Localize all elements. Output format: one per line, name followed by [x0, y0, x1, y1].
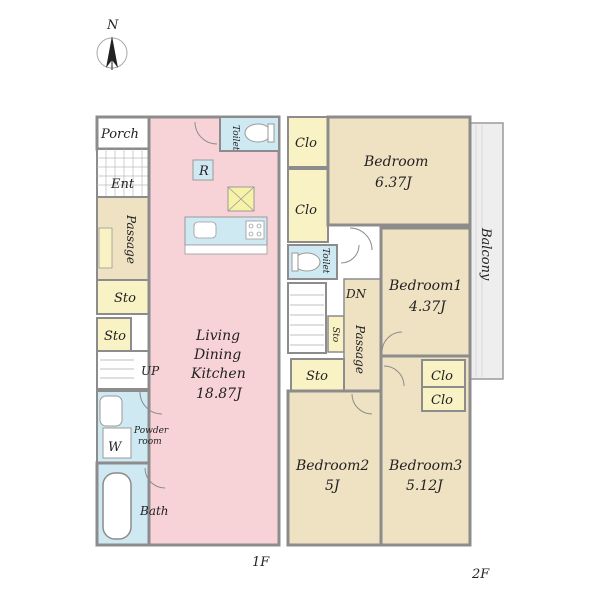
label-up: UP [141, 364, 160, 378]
door-swing [349, 227, 373, 251]
entrance-tiles [97, 149, 149, 197]
door-swing [383, 365, 405, 387]
north-compass: N [96, 18, 128, 70]
label-clo-a: Clo [295, 136, 317, 151]
label-ldk-area: 18.87J [196, 386, 243, 402]
room-porch [95, 115, 151, 151]
refrigerator [192, 159, 214, 181]
label-toilet-1f: Toilet [230, 125, 240, 151]
door-swing [144, 467, 166, 489]
door-swing [139, 391, 163, 415]
room-bedroom [326, 115, 472, 227]
stove-icon [245, 220, 265, 240]
floor-1f: Porch Ent Toilet R Passage Sto Sto UP Li… [95, 115, 281, 570]
north-label: N [106, 18, 119, 33]
label-bedroom-area: 6.37J [375, 175, 413, 191]
label-clo-d: Clo [431, 393, 453, 408]
stairs-1f [96, 350, 150, 390]
stairs-2f [287, 282, 327, 354]
label-bedroom: Bedroom [363, 154, 428, 170]
label-toilet-2f: Toilet [320, 248, 330, 274]
label-bedroom2: Bedroom2 [295, 458, 369, 474]
label-sto-2: Sto [104, 329, 126, 344]
label-ldk-2: Dining [193, 347, 241, 363]
door-swing [194, 121, 218, 145]
room-bedroom2 [286, 389, 383, 547]
room-passage-2f [343, 278, 382, 392]
label-passage-1f: Passage [124, 214, 138, 264]
label-passage-2f: Passage [353, 324, 367, 374]
storage-2f [290, 358, 345, 392]
balcony [469, 122, 504, 380]
floor-2f: Clo Clo Bedroom 6.37J Toilet DN Sto Pass… [286, 115, 504, 582]
label-bedroom3-area: 5.12J [406, 478, 444, 494]
label-bedroom3: Bedroom3 [388, 458, 462, 474]
bathtub-icon [102, 472, 132, 540]
label-floor-1f: 1F [252, 555, 270, 570]
sink-icon [99, 395, 123, 427]
label-clo-c: Clo [431, 369, 453, 384]
label-porch: Porch [100, 127, 139, 142]
label-clo-b: Clo [295, 203, 317, 218]
label-bedroom2-area: 5J [325, 478, 341, 494]
room-storage-2 [96, 317, 132, 352]
label-bedroom1-area: 4.37J [408, 299, 447, 315]
label-powder-1: Powder [133, 426, 169, 436]
label-powder-2: room [138, 437, 162, 447]
washer-space [102, 427, 132, 459]
room-ldk [147, 115, 281, 547]
label-sto-2f: Sto [306, 369, 328, 384]
door-swing [381, 331, 403, 353]
label-w: W [108, 440, 123, 455]
toilet-icon [244, 123, 272, 143]
label-bedroom1: Bedroom1 [388, 278, 462, 294]
label-dn: DN [345, 287, 367, 301]
door-swing [340, 244, 360, 264]
shoe-cabinet [98, 227, 113, 269]
door-swing [351, 393, 373, 415]
label-floor-2f: 2F [471, 567, 490, 582]
label-ent: Ent [110, 177, 135, 192]
kitchen-sink-icon [193, 221, 217, 239]
label-ldk-3: Kitchen [190, 366, 246, 382]
label-sto-1: Sto [114, 291, 136, 306]
label-bath: Bath [139, 504, 169, 518]
label-balcony: Balcony [478, 227, 493, 281]
label-ldk-1: Living [195, 328, 240, 344]
label-r: R [198, 164, 209, 179]
label-sto-small: Sto [330, 327, 340, 343]
